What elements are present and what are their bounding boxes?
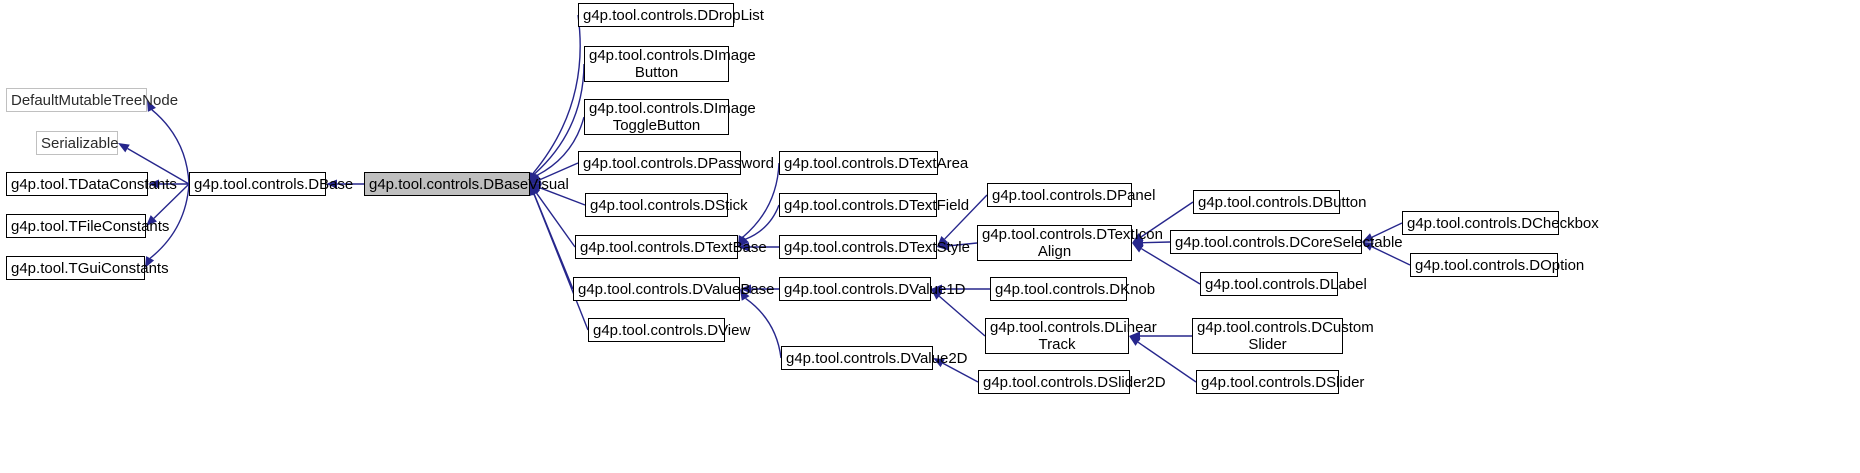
class-node-label: g4p.tool.TGuiConstants (11, 259, 169, 277)
class-node-doption[interactable]: g4p.tool.controls.DOption (1410, 253, 1585, 277)
arrow-head-icon (118, 143, 130, 153)
class-node-dstick[interactable]: g4p.tool.controls.DStick (585, 193, 748, 217)
class-node-dtextstyle[interactable]: g4p.tool.controls.DTextStyle (779, 235, 970, 259)
class-node-dpassword[interactable]: g4p.tool.controls.DPassword (578, 151, 774, 175)
class-node-dbasevisual[interactable]: g4p.tool.controls.DBaseVisual (364, 172, 569, 196)
class-node-tguiconstants[interactable]: g4p.tool.TGuiConstants (6, 256, 169, 280)
class-node-label: g4p.tool.controls.DBase (194, 175, 354, 193)
class-node-label: g4p.tool.controls.DPassword (583, 154, 774, 172)
class-node-dvalue2d[interactable]: g4p.tool.controls.DValue2D (781, 346, 968, 370)
class-node-ddroplist[interactable]: g4p.tool.controls.DDropList (578, 3, 764, 27)
class-node-label: g4p.tool.controls.DTextArea (784, 154, 969, 172)
class-node-serializable[interactable]: Serializable (36, 131, 119, 155)
class-node-label: g4p.tool.controls.DKnob (995, 280, 1156, 298)
class-node-label: g4p.tool.controls.DBaseVisual (369, 175, 569, 193)
class-node-dvaluebase[interactable]: g4p.tool.controls.DValueBase (573, 277, 775, 301)
class-node-label: g4p.tool.controls.DDropList (583, 6, 764, 24)
class-node-label: g4p.tool.controls.DTextStyle (784, 238, 970, 256)
class-node-label: g4p.tool.controls.DView (593, 321, 751, 339)
class-node-label: g4p.tool.controls.DTextField (784, 196, 970, 214)
class-node-dimagebutton[interactable]: g4p.tool.controls.DImage Button (584, 46, 756, 82)
class-node-label: g4p.tool.controls.DTextBase (580, 238, 767, 256)
class-node-label: g4p.tool.controls.DButton (1198, 193, 1367, 211)
class-node-dknob[interactable]: g4p.tool.controls.DKnob (990, 277, 1156, 301)
class-node-label: g4p.tool.TFileConstants (11, 217, 170, 235)
class-node-label: g4p.tool.controls.DTextIcon Align (982, 226, 1163, 260)
class-node-dimagetogglebutton[interactable]: g4p.tool.controls.DImage ToggleButton (584, 99, 756, 135)
class-node-dcheckbox[interactable]: g4p.tool.controls.DCheckbox (1402, 211, 1599, 235)
class-node-dpanel[interactable]: g4p.tool.controls.DPanel (987, 183, 1156, 207)
class-node-label: DefaultMutableTreeNode (11, 91, 179, 109)
class-node-label: g4p.tool.controls.DValueBase (578, 280, 775, 298)
class-node-dtexticonalign[interactable]: g4p.tool.controls.DTextIcon Align (977, 225, 1163, 261)
class-node-dcustomslider[interactable]: g4p.tool.controls.DCustom Slider (1192, 318, 1374, 354)
class-node-label: g4p.tool.controls.DImage Button (589, 47, 756, 81)
class-node-label: g4p.tool.controls.DCustom Slider (1197, 319, 1374, 353)
class-node-dslider[interactable]: g4p.tool.controls.DSlider (1196, 370, 1365, 394)
class-node-label: g4p.tool.controls.DCheckbox (1407, 214, 1599, 232)
class-node-dslider2d[interactable]: g4p.tool.controls.DSlider2D (978, 370, 1166, 394)
class-node-label: g4p.tool.controls.DPanel (992, 186, 1156, 204)
class-node-label: g4p.tool.controls.DLinear Track (990, 319, 1157, 353)
inheritance-edge (528, 14, 581, 184)
class-node-label: g4p.tool.controls.DOption (1415, 256, 1585, 274)
class-node-label: Serializable (41, 134, 119, 152)
class-node-label: g4p.tool.controls.DSlider (1201, 373, 1365, 391)
class-node-dtextfield[interactable]: g4p.tool.controls.DTextField (779, 193, 970, 217)
class-node-dbutton[interactable]: g4p.tool.controls.DButton (1193, 190, 1367, 214)
inheritance-edge (147, 100, 190, 185)
class-node-label: g4p.tool.TDataConstants (11, 175, 177, 193)
inheritance-edge (530, 184, 576, 248)
class-node-dlabel[interactable]: g4p.tool.controls.DLabel (1200, 272, 1367, 296)
class-node-dlineartrack[interactable]: g4p.tool.controls.DLinear Track (985, 318, 1157, 354)
class-node-defaultmutabletreenode[interactable]: DefaultMutableTreeNode (6, 88, 179, 112)
class-node-tfileconstants[interactable]: g4p.tool.TFileConstants (6, 214, 170, 238)
class-node-label: g4p.tool.controls.DValue1D (784, 280, 966, 298)
class-node-dtextarea[interactable]: g4p.tool.controls.DTextArea (779, 151, 969, 175)
class-node-dcoreselectable[interactable]: g4p.tool.controls.DCoreSelectable (1170, 230, 1403, 254)
class-node-label: g4p.tool.controls.DLabel (1205, 275, 1367, 293)
class-node-dview[interactable]: g4p.tool.controls.DView (588, 318, 751, 342)
class-node-label: g4p.tool.controls.DStick (590, 196, 748, 214)
class-node-label: g4p.tool.controls.DSlider2D (983, 373, 1166, 391)
arrow-head-icon (1129, 336, 1141, 346)
class-node-label: g4p.tool.controls.DCoreSelectable (1175, 233, 1403, 251)
class-node-dvalue1d[interactable]: g4p.tool.controls.DValue1D (779, 277, 966, 301)
inheritance-edge (530, 63, 585, 184)
class-node-label: g4p.tool.controls.DImage ToggleButton (589, 100, 756, 134)
class-node-tdataconstants[interactable]: g4p.tool.TDataConstants (6, 172, 177, 196)
inheritance-edge (530, 184, 574, 290)
arrow-head-icon (1132, 243, 1144, 253)
class-node-dtextbase[interactable]: g4p.tool.controls.DTextBase (575, 235, 767, 259)
inheritance-edge (530, 116, 585, 184)
class-node-dbase[interactable]: g4p.tool.controls.DBase (189, 172, 354, 196)
class-node-label: g4p.tool.controls.DValue2D (786, 349, 968, 367)
